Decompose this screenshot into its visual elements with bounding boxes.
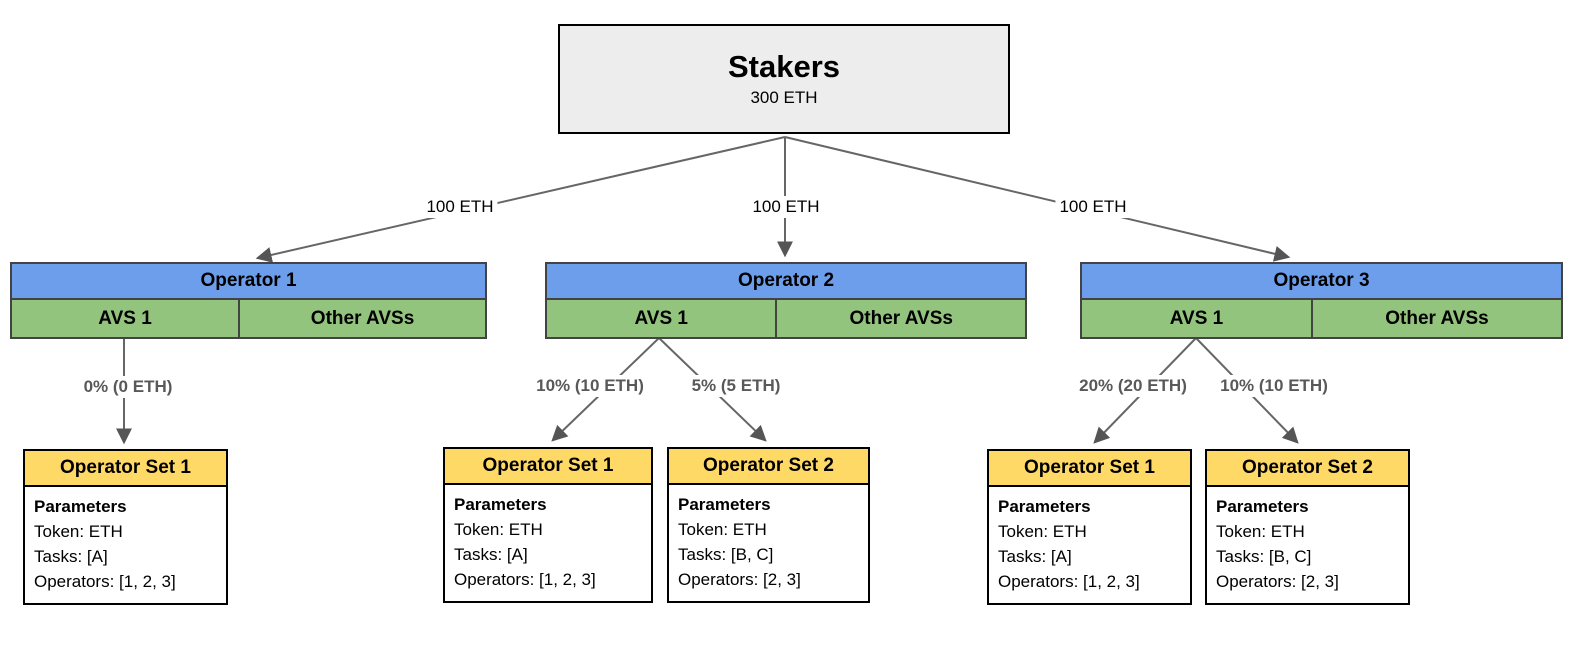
operator-3-avs1-cell: AVS 1 — [1082, 300, 1311, 337]
param-token: Token: ETH — [454, 520, 543, 539]
op1-operator-set-1-title: Operator Set 1 — [25, 451, 226, 487]
parameters-heading: Parameters — [454, 495, 547, 514]
op3-operator-set-1-title: Operator Set 1 — [989, 451, 1190, 487]
param-tasks: Tasks: [B, C] — [678, 545, 774, 564]
delegation-label-2: 100 ETH — [748, 196, 824, 218]
op2-operator-set-2-title: Operator Set 2 — [669, 449, 868, 485]
param-token: Token: ETH — [34, 522, 123, 541]
op2-operator-set-2-box: Operator Set 2 Parameters Token: ETH Tas… — [667, 447, 870, 603]
operator-1-box: Operator 1 AVS 1 Other AVSs — [10, 262, 487, 339]
stakers-box: Stakers 300 ETH — [558, 24, 1010, 134]
op3-operator-set-2-title: Operator Set 2 — [1207, 451, 1408, 487]
parameters-heading: Parameters — [678, 495, 771, 514]
delegation-label-1: 100 ETH — [422, 196, 498, 218]
param-token: Token: ETH — [678, 520, 767, 539]
op3-operator-set-2-box: Operator Set 2 Parameters Token: ETH Tas… — [1205, 449, 1410, 605]
operator-2-box: Operator 2 AVS 1 Other AVSs — [545, 262, 1027, 339]
stakers-amount: 300 ETH — [750, 88, 818, 107]
operator-1-avs1-cell: AVS 1 — [12, 300, 239, 337]
op3-operator-set-1-box: Operator Set 1 Parameters Token: ETH Tas… — [987, 449, 1192, 605]
operator-3-box: Operator 3 AVS 1 Other AVSs — [1080, 262, 1563, 339]
edge-stakers-operator1 — [255, 136, 786, 263]
operator-3-other-avs-cell: Other AVSs — [1312, 300, 1561, 337]
delegation-label-3: 100 ETH — [1055, 196, 1131, 218]
param-tasks: Tasks: [A] — [454, 545, 528, 564]
allocation-label-op2-set2: 5% (5 ETH) — [687, 375, 785, 397]
op1-operator-set-1-box: Operator Set 1 Parameters Token: ETH Tas… — [23, 449, 228, 605]
parameters-heading: Parameters — [998, 497, 1091, 516]
allocation-label-op1-set1: 0% (0 ETH) — [79, 376, 177, 398]
param-tasks: Tasks: [A] — [998, 547, 1072, 566]
parameters-heading: Parameters — [34, 497, 127, 516]
param-tasks: Tasks: [A] — [34, 547, 108, 566]
op2-operator-set-1-box: Operator Set 1 Parameters Token: ETH Tas… — [443, 447, 653, 603]
parameters-heading: Parameters — [1216, 497, 1309, 516]
operator-2-title: Operator 2 — [547, 264, 1025, 298]
operator-3-title: Operator 3 — [1082, 264, 1561, 298]
op2-operator-set-1-title: Operator Set 1 — [445, 449, 651, 485]
param-operators: Operators: [1, 2, 3] — [34, 572, 176, 591]
allocation-label-op3-set1: 20% (20 ETH) — [1075, 375, 1191, 397]
param-operators: Operators: [1, 2, 3] — [454, 570, 596, 589]
operator-2-other-avs-cell: Other AVSs — [777, 300, 1025, 337]
param-operators: Operators: [2, 3] — [1216, 572, 1339, 591]
allocation-label-op3-set2: 10% (10 ETH) — [1216, 375, 1332, 397]
param-operators: Operators: [1, 2, 3] — [998, 572, 1140, 591]
param-tasks: Tasks: [B, C] — [1216, 547, 1312, 566]
operator-1-title: Operator 1 — [12, 264, 485, 298]
param-token: Token: ETH — [1216, 522, 1305, 541]
stakers-title: Stakers — [727, 49, 841, 84]
operator-1-other-avs-cell: Other AVSs — [240, 300, 485, 337]
param-token: Token: ETH — [998, 522, 1087, 541]
param-operators: Operators: [2, 3] — [678, 570, 801, 589]
operator-2-avs1-cell: AVS 1 — [547, 300, 776, 337]
edge-stakers-operator3 — [784, 136, 1291, 262]
allocation-label-op2-set1: 10% (10 ETH) — [532, 375, 648, 397]
